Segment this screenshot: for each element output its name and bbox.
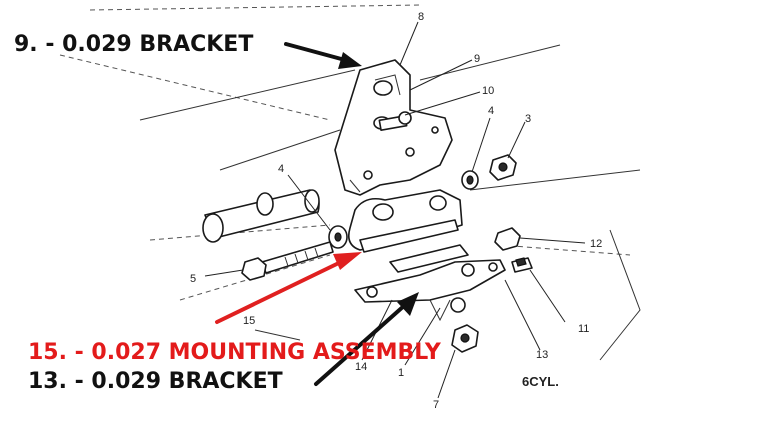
leader-lines [204,21,586,399]
washer-and-nut-right [461,154,517,190]
mounting-assembly-15 [347,189,463,253]
lower-bracket-13 [354,244,506,322]
bolt-11 [511,257,533,273]
arrow-bracket-9 [284,42,347,62]
part-number: 11 [578,323,589,335]
arrow-mounting-assembly-15 [215,258,347,324]
arrowhead-bracket-13 [397,292,419,316]
part-number: 4 [278,163,284,175]
arrowhead-mounting-assembly-15 [333,252,362,270]
part-number: 15 [243,315,255,327]
callout-bracket-13: 13. - 0.029 BRACKET [28,369,283,394]
nut-12 [494,227,521,251]
part-number: 3 [525,113,531,125]
callout-bracket-9: 9. - 0.029 BRACKET [14,32,254,57]
washer-left [328,225,348,249]
part-number: 13 [536,349,548,361]
callout-arrows [215,42,419,386]
part-number: 5 [190,273,196,285]
callout-mounting-assembly-15: 15. - 0.027 MOUNTING ASSEMBLY [28,340,441,365]
part-number: 7 [433,399,439,411]
upper-bracket-9 [334,59,453,196]
part-number: 14 [355,361,367,373]
nut-7 [451,324,479,353]
engine-frame-outline [59,4,641,361]
part-number: 8 [418,11,424,23]
arrow-bracket-13 [314,303,407,386]
part-number: 1 [398,367,404,379]
part-number: 4 [488,105,494,117]
part-number: 12 [590,238,602,250]
engine-label: 6CYL. [522,374,559,389]
part-number-labels: 8 9 10 4 3 4 12 5 15 11 13 14 1 7 6CYL. [190,11,602,411]
washer-1 [450,297,466,313]
bolt-5 [241,241,334,281]
arrowhead-bracket-9 [338,52,362,69]
crossmember-bar [202,189,320,243]
part-number: 9 [474,53,480,65]
part-number: 10 [482,85,494,97]
